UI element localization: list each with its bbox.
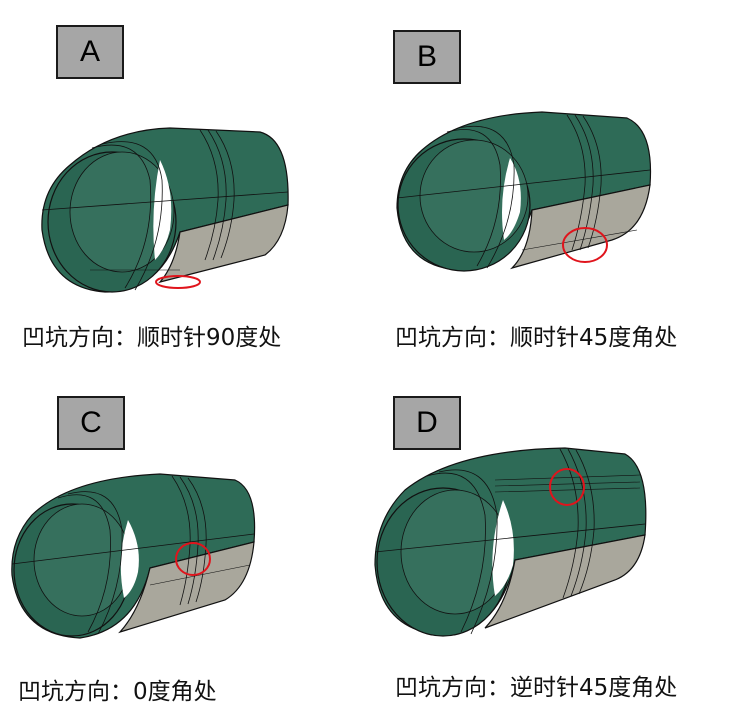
panel-b-label: B	[393, 30, 461, 84]
panel-d-label: D	[393, 396, 461, 450]
panel-c-caption: 凹坑方向：0度角处	[18, 679, 217, 705]
panel-d-dent-marker	[549, 468, 585, 506]
panel-d-caption: 凹坑方向：逆时针45度角处	[395, 675, 678, 701]
panel-c-label: C	[57, 396, 125, 450]
panel-d-cylinder	[374, 447, 647, 637]
panel-b-cylinder	[396, 111, 652, 272]
panel-c-cylinder	[11, 473, 256, 639]
panel-a-cylinder	[41, 127, 289, 293]
panel-b-dent-marker	[562, 227, 608, 263]
panel-a-caption: 凹坑方向：顺时针90度处	[22, 325, 282, 351]
panel-b-caption: 凹坑方向：顺时针45度角处	[395, 325, 678, 351]
panel-a-dent-marker	[155, 275, 201, 289]
panel-c-dent-marker	[175, 542, 211, 576]
panel-a-label: A	[56, 25, 124, 79]
